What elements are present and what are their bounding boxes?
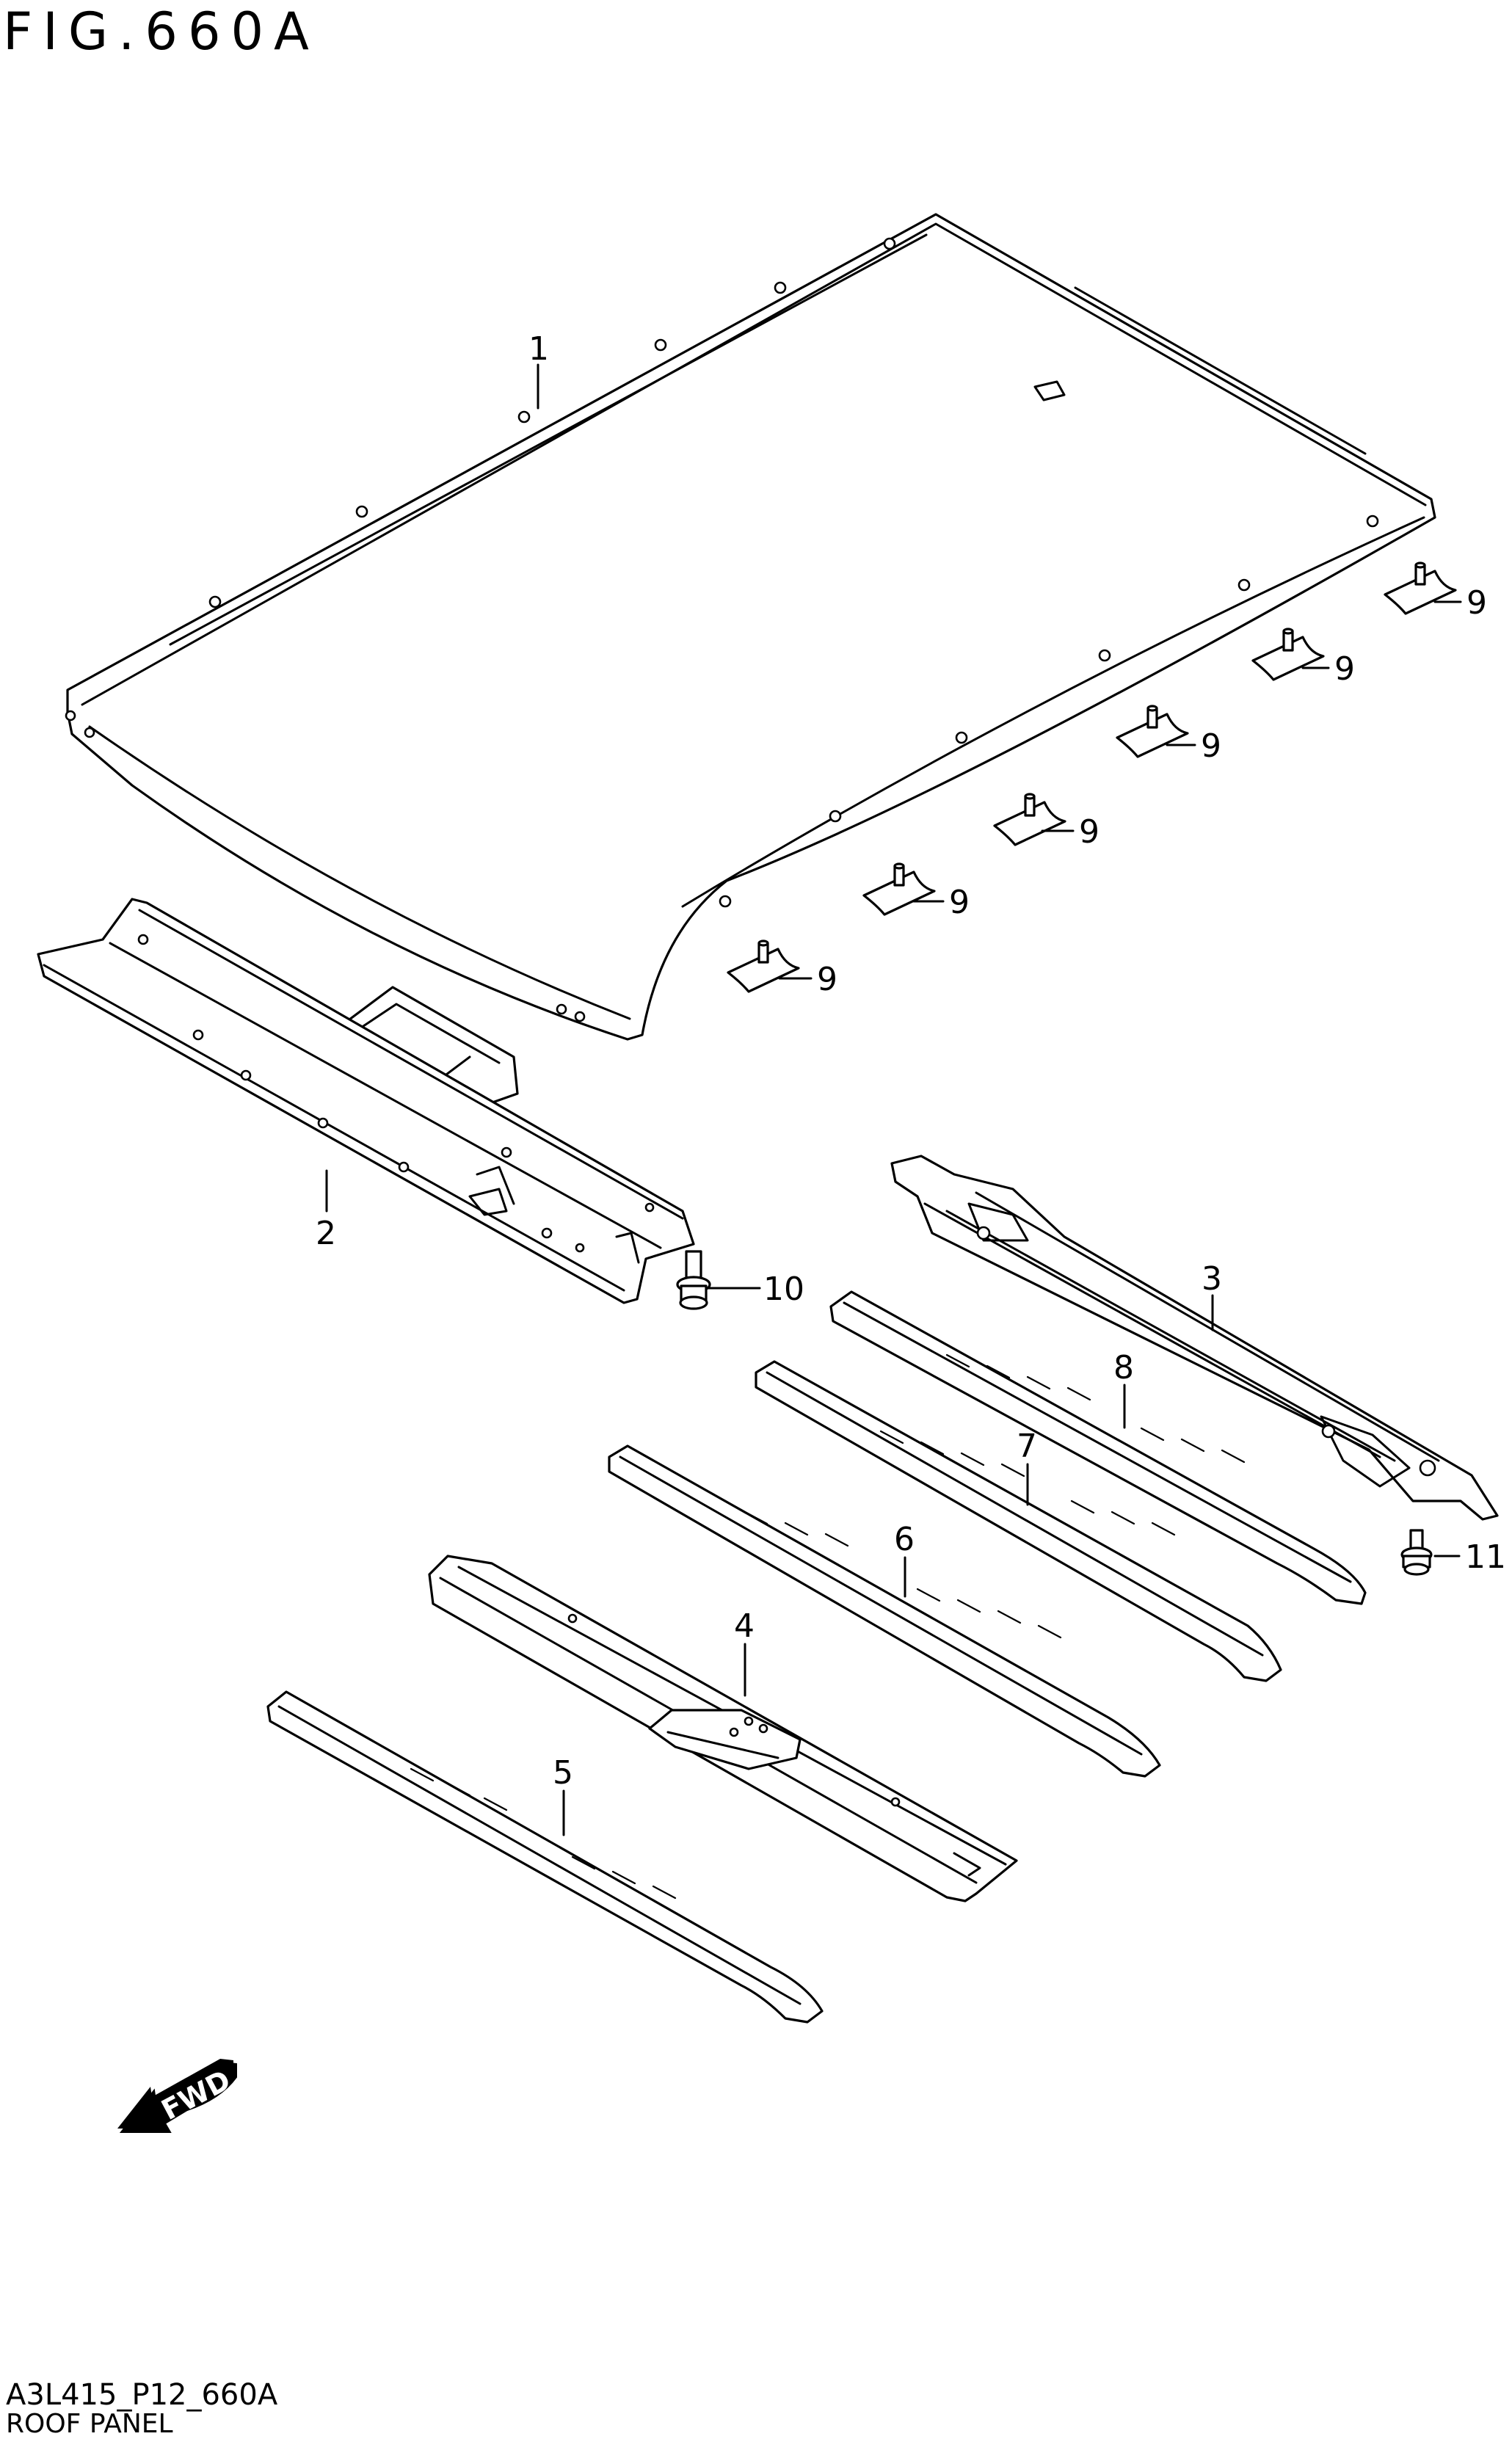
rear-roof-bow-part-5 bbox=[266, 1690, 824, 2024]
roof-panel-holes bbox=[65, 237, 1379, 1022]
leader-lines bbox=[325, 363, 1462, 1836]
fwd-direction-arrow: FWD bbox=[117, 2059, 237, 2133]
callout-2: 2 bbox=[316, 1215, 336, 1252]
rear-roof-rail-part-3 bbox=[890, 1155, 1499, 1521]
callout-1: 1 bbox=[528, 330, 549, 368]
center-roof-bow-part-4 bbox=[428, 1555, 1018, 1902]
callout-3: 3 bbox=[1202, 1260, 1222, 1298]
callout-8: 8 bbox=[1113, 1349, 1134, 1386]
front-roof-rail-part-2 bbox=[37, 898, 695, 1304]
callout-4: 4 bbox=[734, 1607, 755, 1645]
callout-6: 6 bbox=[894, 1521, 915, 1558]
roof-bow-part-6 bbox=[608, 1444, 1161, 1778]
callout-7: 7 bbox=[1017, 1428, 1037, 1465]
figure-caption: ROOF PANEL bbox=[6, 2409, 173, 2439]
bolt-part-10 bbox=[676, 1250, 711, 1310]
drawing-code: A3L415_P12_660A bbox=[6, 2378, 278, 2412]
callout-9: 9 bbox=[949, 884, 970, 921]
callout-5: 5 bbox=[553, 1754, 573, 1792]
bolt-part-11 bbox=[1400, 1529, 1433, 1576]
callout-9: 9 bbox=[1466, 584, 1487, 622]
callout-9: 9 bbox=[817, 961, 837, 998]
callout-9: 9 bbox=[1334, 650, 1355, 688]
callout-10: 10 bbox=[763, 1271, 804, 1308]
roof-panel-part-1 bbox=[65, 213, 1436, 1041]
callout-9: 9 bbox=[1201, 727, 1221, 765]
callout-11: 11 bbox=[1465, 1538, 1506, 1576]
roof-clips-part-9 bbox=[727, 561, 1457, 993]
figure-title: FIG.660A bbox=[3, 1, 319, 62]
callout-numbers: 1 9 9 9 9 9 9 2 10 3 11 8 7 6 4 5 bbox=[316, 330, 1506, 1792]
roof-bow-part-8 bbox=[829, 1290, 1367, 1605]
callout-9: 9 bbox=[1079, 813, 1100, 851]
roof-bow-part-7 bbox=[755, 1360, 1282, 1682]
